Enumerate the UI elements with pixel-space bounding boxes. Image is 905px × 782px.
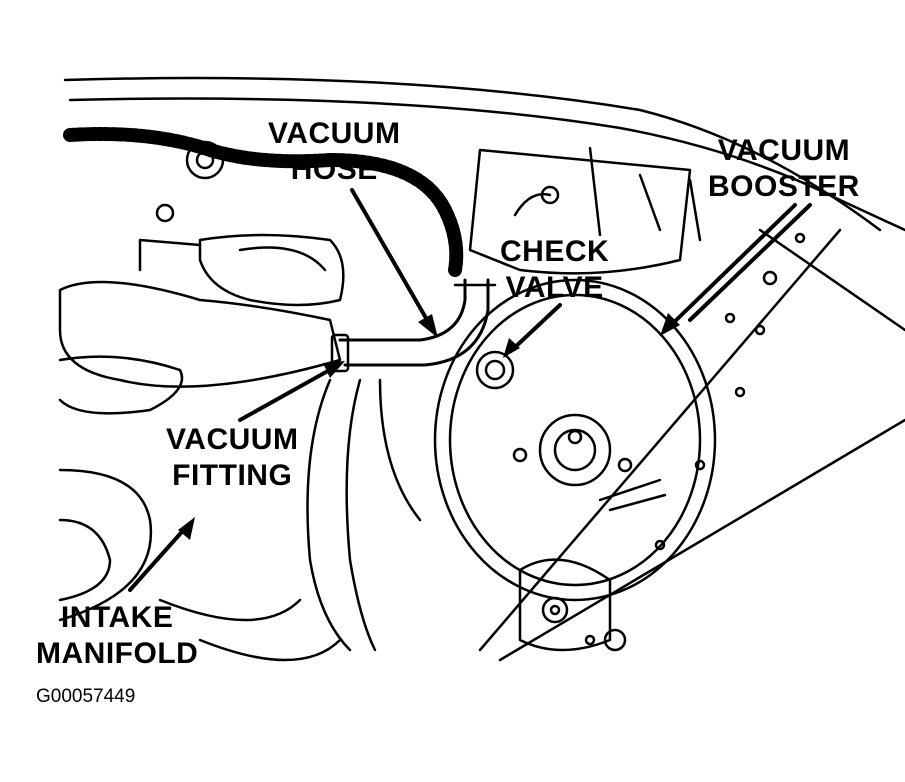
vacuum-booster-shell <box>433 278 717 602</box>
harness-grommet <box>185 140 225 180</box>
check-valve-body <box>475 350 515 390</box>
strut-tower <box>518 558 612 652</box>
fluid-reservoir <box>468 148 692 275</box>
fender-lower-edge <box>498 418 905 662</box>
brake-line <box>598 478 667 512</box>
vacuum-fitting <box>330 333 350 373</box>
intake-runner <box>58 280 342 388</box>
label-intake-manifold: INTAKE MANIFOLD <box>36 601 199 670</box>
label-vacuum-fitting: VACUUM FITTING <box>166 423 299 492</box>
vacuum-hose <box>338 278 467 342</box>
figure-id: G00057449 <box>36 686 136 707</box>
arrow-vacuum-booster-2 <box>688 203 812 322</box>
arrow-vacuum-booster-1 <box>666 203 797 330</box>
arrow-intake-manifold <box>128 523 190 592</box>
master-cylinder-mount <box>538 413 612 487</box>
label-vacuum-hose: VACUUM HOSE <box>268 117 401 186</box>
intake-manifold-body <box>58 468 153 622</box>
arrow-vacuum-fitting <box>238 365 337 422</box>
hood-edge <box>63 76 882 232</box>
arrow-check-valve <box>510 303 562 352</box>
bolt-head <box>155 203 175 223</box>
label-vacuum-booster: VACUUM BOOSTER <box>708 134 860 203</box>
hood-inner-edge <box>68 97 842 202</box>
label-check-valve: CHECK VALVE <box>500 235 610 304</box>
wiring-harness <box>63 127 464 277</box>
arrow-vacuum-hose <box>350 188 432 327</box>
